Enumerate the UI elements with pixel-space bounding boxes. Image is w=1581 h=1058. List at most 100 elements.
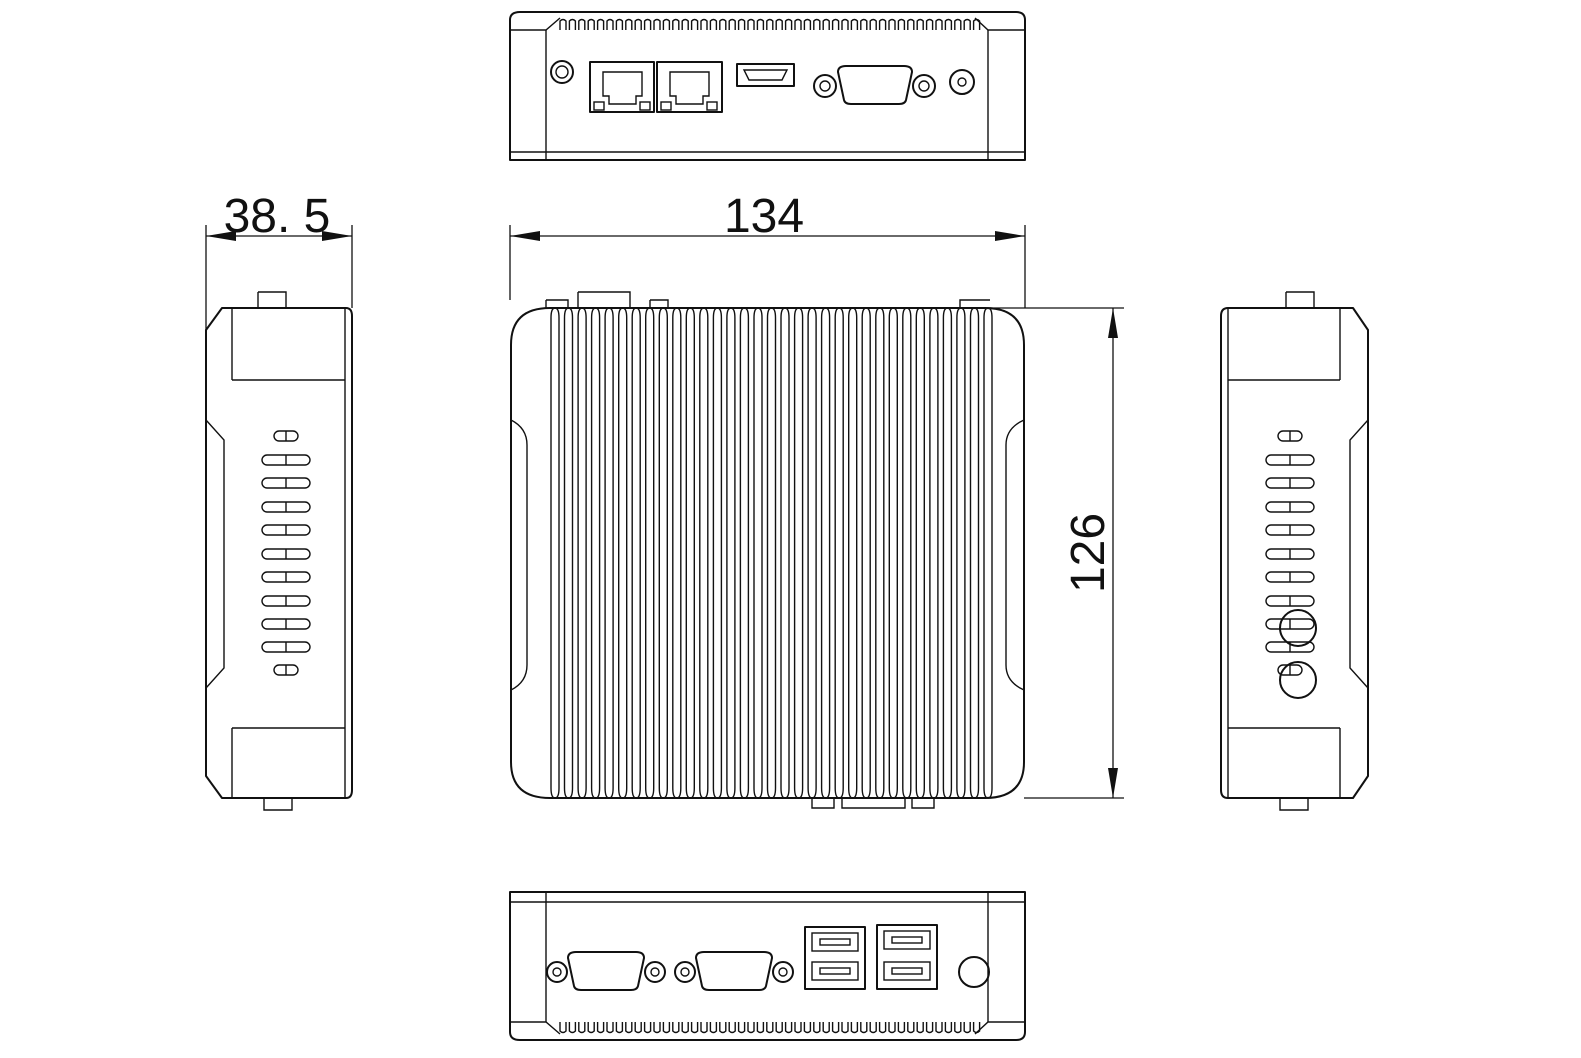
heatsink-fin (618, 307, 628, 799)
fin-tip (700, 1022, 708, 1034)
left-side-view (205, 291, 353, 811)
fin-tip (972, 18, 981, 30)
fin-tip (803, 18, 812, 30)
fin-tip (878, 18, 887, 30)
fin-tip (944, 1022, 953, 1034)
heatsink-fin (861, 307, 871, 799)
fin-tip (728, 18, 736, 30)
fin-tip (897, 1022, 906, 1034)
fin-tip (672, 18, 680, 30)
fin-tip (925, 18, 934, 30)
fin-tip (568, 18, 577, 30)
fin-tip (775, 18, 783, 30)
serial-port-icon (674, 951, 794, 991)
fin-tip (634, 18, 642, 30)
fin-tip (888, 18, 896, 30)
fin-tip (625, 1022, 633, 1034)
heatsink-fin (685, 307, 695, 799)
heatsink-fin (875, 307, 885, 799)
fin-tip (860, 18, 868, 30)
usb-port-icon (876, 924, 938, 990)
fin-tip (681, 18, 689, 30)
fin-tip (813, 1022, 821, 1034)
heatsink-fin (739, 307, 750, 799)
heatsink-fin (820, 307, 831, 799)
heatsink-fins (550, 307, 993, 799)
fin-tip (775, 1022, 783, 1034)
fin-tip (737, 1022, 746, 1034)
fin-tip (719, 18, 727, 30)
rear-panel-view (509, 11, 1026, 161)
fin-tip (690, 1022, 699, 1034)
fin-tip (869, 1022, 877, 1034)
heatsink-fin (645, 307, 655, 799)
heatsink-fin (902, 307, 912, 799)
fin-tip (690, 18, 699, 30)
fin-tip (728, 1022, 736, 1034)
fin-tip (888, 1022, 896, 1034)
heatsink-fin (753, 307, 763, 799)
fin-tip (719, 1022, 727, 1034)
heatsink-fin (834, 307, 844, 799)
fin-tip (625, 18, 633, 30)
fin-tip (653, 1022, 661, 1034)
fin-tip (963, 1022, 971, 1034)
heatsink-fin (631, 307, 641, 799)
fin-tip (606, 1022, 614, 1034)
depth-dimension: 38. 5 (205, 190, 353, 330)
fin-tip (794, 18, 802, 30)
fin-tip (916, 18, 924, 30)
heatsink-fin (726, 307, 736, 799)
fin-tip (841, 1022, 849, 1034)
fin-tip (662, 1022, 671, 1034)
fin-tip (634, 1022, 642, 1034)
heatsink-fin (929, 307, 939, 799)
fin-tip (878, 1022, 887, 1034)
heatsink-fin (590, 307, 601, 799)
power-jack-icon (958, 956, 990, 988)
heatsink-fin-edge-bottom (559, 1022, 981, 1034)
fin-tip (709, 1022, 718, 1034)
ethernet-port-icon (656, 61, 723, 113)
heatsink-fin (969, 307, 980, 799)
fin-tip (615, 1022, 624, 1034)
fin-tip (972, 1022, 981, 1034)
fin-tip (587, 1022, 595, 1034)
fin-tip (578, 1022, 586, 1034)
fin-tip (822, 18, 830, 30)
heatsink-fin (577, 307, 587, 799)
fin-tip (568, 1022, 577, 1034)
fin-tip (737, 18, 746, 30)
fin-tip (850, 1022, 859, 1034)
width-dimension: 134 (509, 190, 1026, 308)
heatsink-fin (563, 307, 574, 799)
fin-tip (559, 18, 567, 30)
height-dimension-label: 126 (1062, 513, 1115, 593)
heatsink-fin (956, 307, 966, 799)
fin-tip (794, 1022, 802, 1034)
heatsink-fin-edge-top (559, 18, 981, 30)
heatsink-fin (604, 307, 614, 799)
fin-tip (944, 18, 953, 30)
width-dimension-label: 134 (724, 190, 804, 243)
fin-tip (935, 18, 943, 30)
fin-tip (587, 18, 595, 30)
fin-tip (831, 18, 840, 30)
hdmi-port-icon (736, 63, 795, 87)
fin-tip (766, 1022, 774, 1034)
fin-tip (916, 1022, 924, 1034)
fin-tip (709, 18, 718, 30)
fin-tip (784, 18, 793, 30)
fin-tip (700, 18, 708, 30)
heatsink-fin (983, 307, 993, 799)
fin-tip (822, 1022, 830, 1034)
ethernet-port-icon (589, 61, 655, 113)
fin-tip (596, 18, 605, 30)
fin-tip (954, 18, 962, 30)
led-indicator-icon (949, 69, 975, 95)
heatsink-fin (699, 307, 709, 799)
vent-slots (261, 430, 311, 676)
fin-tip (850, 18, 859, 30)
fin-tip (756, 18, 765, 30)
fin-tip (606, 18, 614, 30)
